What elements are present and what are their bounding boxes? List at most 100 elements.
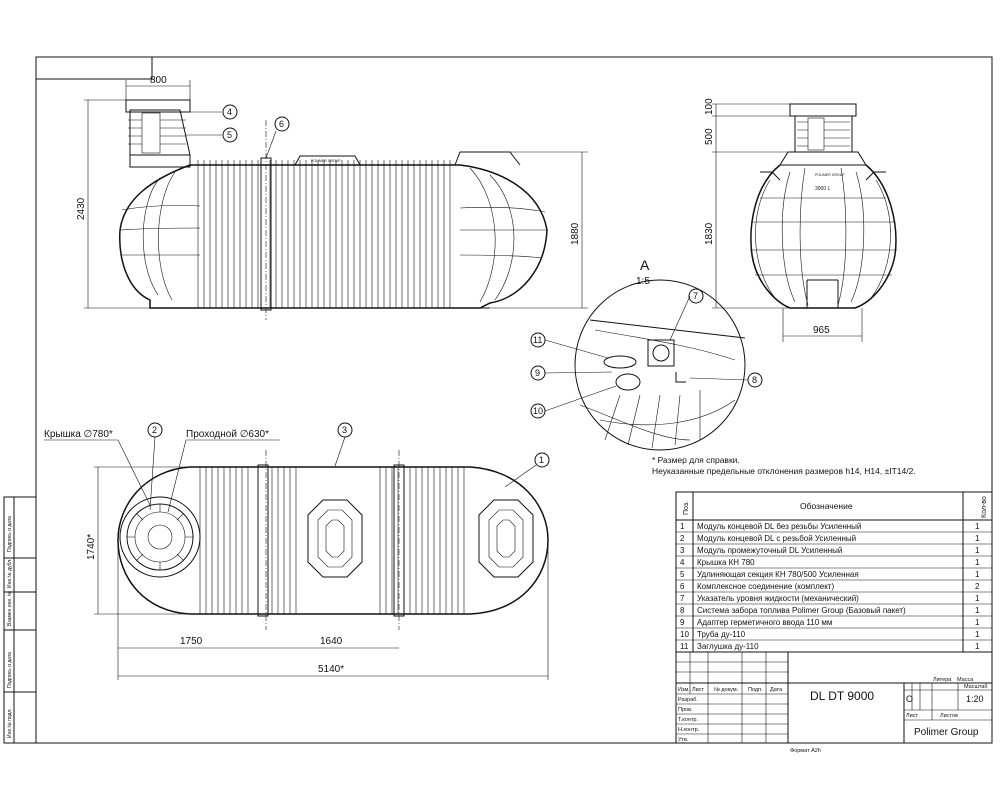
table-cell-qty: 2 <box>975 582 980 591</box>
callout-9: 9 <box>535 368 540 378</box>
tb-utv: Утв. <box>678 737 689 743</box>
tb-razrab: Разраб. <box>678 697 698 703</box>
side-view: POLIMER GROUP 800 2430 1880 4 5 6 <box>76 75 588 320</box>
tb-ndoc: № докум. <box>714 687 739 693</box>
table-cell-qty: 1 <box>975 594 980 603</box>
end-body-outline <box>750 164 897 309</box>
tb-scale-value: 1:20 <box>966 694 984 704</box>
table-row: 1 Модуль концевой DL без резьбы Усиленный… <box>676 522 992 533</box>
table-cell-pos: 3 <box>680 546 685 555</box>
callout-2: 2 <box>152 425 157 435</box>
side-dim-2430: 2430 <box>76 197 87 220</box>
table-cell-name: Заглушка ду-110 <box>697 642 759 651</box>
table-cell-pos: 5 <box>680 570 685 579</box>
table-row: 4 Крышка КН 780 1 <box>676 558 992 569</box>
callout-10: 10 <box>533 406 543 416</box>
table-cell-pos: 4 <box>680 558 685 567</box>
plan-dim-5140: 5140* <box>318 664 344 675</box>
table-cell-qty: 1 <box>975 570 980 579</box>
table-cell-qty: 1 <box>975 546 980 555</box>
side-dim-800: 800 <box>150 75 167 86</box>
table-cell-pos: 2 <box>680 534 685 543</box>
plan-dim-1750: 1750 <box>180 636 203 647</box>
company-name: Polimer Group <box>914 727 979 738</box>
tb-letter-value: O <box>906 694 913 704</box>
format-label: Формат A2h <box>790 748 821 754</box>
table-header-qty: Кол-во <box>981 496 988 518</box>
table-row: 9 Адаптер герметичного ввода 110 мм 1 <box>676 618 992 629</box>
table-cell-name: Труба ду-110 <box>697 630 746 639</box>
note-line-1: * Размер для справки. <box>652 455 740 465</box>
table-cell-name: Комплексное соединение (комплект) <box>697 582 834 591</box>
table-cell-pos: 1 <box>680 522 685 531</box>
table-cell-qty: 1 <box>975 618 980 627</box>
side-strip: Подпись и дата Инв.№ дубл. Взамен инв. №… <box>3 496 37 744</box>
strip-label-dup-inv: Инв.№ дубл. <box>7 558 13 588</box>
table-cell-pos: 9 <box>680 618 685 627</box>
title-block: Изм. Лист № докум. Подп. Дата Разраб. Пр… <box>675 651 993 744</box>
table-cell-qty: 1 <box>975 558 980 567</box>
plan-dim-1740: 1740* <box>86 534 97 560</box>
callout-7: 7 <box>693 291 698 301</box>
table-cell-qty: 1 <box>975 534 980 543</box>
plan-view: Крышка ∅780* Проходной ∅630* 2 3 1 1740*… <box>44 422 550 680</box>
table-cell-qty: 1 <box>975 606 980 615</box>
tb-tkontr: Т.контр. <box>678 717 698 723</box>
strip-label-replace-inv: Взамен инв. № <box>7 591 13 626</box>
table-cell-name: Система забора топлива Polimer Group (Ба… <box>697 606 906 615</box>
sheet-frame <box>35 56 993 744</box>
plan-body-outline <box>117 466 549 615</box>
tb-nkontr: Н.контр. <box>678 727 700 733</box>
callout-3: 3 <box>342 425 347 435</box>
table-cell-name: Модуль концевой DL без резьбы Усиленный <box>697 522 861 531</box>
strip-label-sign-date-1: Подпись и дата <box>7 516 13 552</box>
tb-izm: Изм. <box>678 687 690 693</box>
table-row: 2 Модуль концевой DL с резьбой Усиленный 1 <box>676 534 992 545</box>
table-cell-name: Адаптер герметичного ввода 110 мм <box>697 618 832 627</box>
table-row: 7 Указатель уровня жидкости (механический… <box>676 594 992 605</box>
table-cell-name: Указатель уровня жидкости (механический) <box>697 594 859 603</box>
tb-massa: Масса <box>957 677 974 683</box>
tb-data: Дата <box>770 687 783 693</box>
table-cell-pos: 7 <box>680 594 685 603</box>
tb-masshtab: Масштаб <box>964 684 988 690</box>
side-cap-text: POLIMER GROUP <box>311 159 341 163</box>
tb-litera: Литера <box>933 677 952 683</box>
end-dim-965: 965 <box>813 325 830 336</box>
plan-label-pass: Проходной ∅630* <box>186 429 269 440</box>
table-row: 3 Модуль промежуточный DL Усиленный 1 <box>676 546 992 557</box>
table-cell-name: Удлиняющая секция КН 780/500 Усиленная <box>697 570 859 579</box>
plan-label-lid: Крышка ∅780* <box>44 429 113 440</box>
callout-8: 8 <box>752 375 757 385</box>
table-cell-qty: 1 <box>975 522 980 531</box>
table-cell-name: Крышка КН 780 <box>697 558 755 567</box>
side-dim-1880: 1880 <box>570 222 581 245</box>
table-row: 5 Удлиняющая секция КН 780/500 Усиленная 1 <box>676 570 992 581</box>
tb-list: Лист <box>692 687 704 693</box>
tb-podp: Подп. <box>748 687 763 693</box>
tb-sheets: Листов <box>940 713 958 719</box>
table-cell-name: Модуль промежуточный DL Усиленный <box>697 546 842 555</box>
table-cell-qty: 1 <box>975 642 980 651</box>
callout-6: 6 <box>279 119 284 129</box>
plan-dim-1640: 1640 <box>320 636 343 647</box>
table-header-name: Обозначение <box>800 501 853 511</box>
top-left-stamp-box <box>35 56 153 80</box>
callout-1: 1 <box>539 455 544 465</box>
strip-label-orig-inv: Инв.№ подл. <box>7 708 13 738</box>
end-dim-500: 500 <box>704 128 715 145</box>
table-cell-pos: 10 <box>680 630 689 639</box>
tb-sheet: Лист <box>906 713 918 719</box>
table-cell-name: Модуль концевой DL с резьбой Усиленный <box>697 534 856 543</box>
end-dim-1830: 1830 <box>704 222 715 245</box>
side-ribs <box>197 120 451 320</box>
tb-prov: Пров. <box>678 707 693 713</box>
table-rows: 1 Модуль концевой DL без резьбы Усиленный… <box>676 522 992 653</box>
note-line-2: Неуказанные предельные отклонения размер… <box>652 466 916 476</box>
